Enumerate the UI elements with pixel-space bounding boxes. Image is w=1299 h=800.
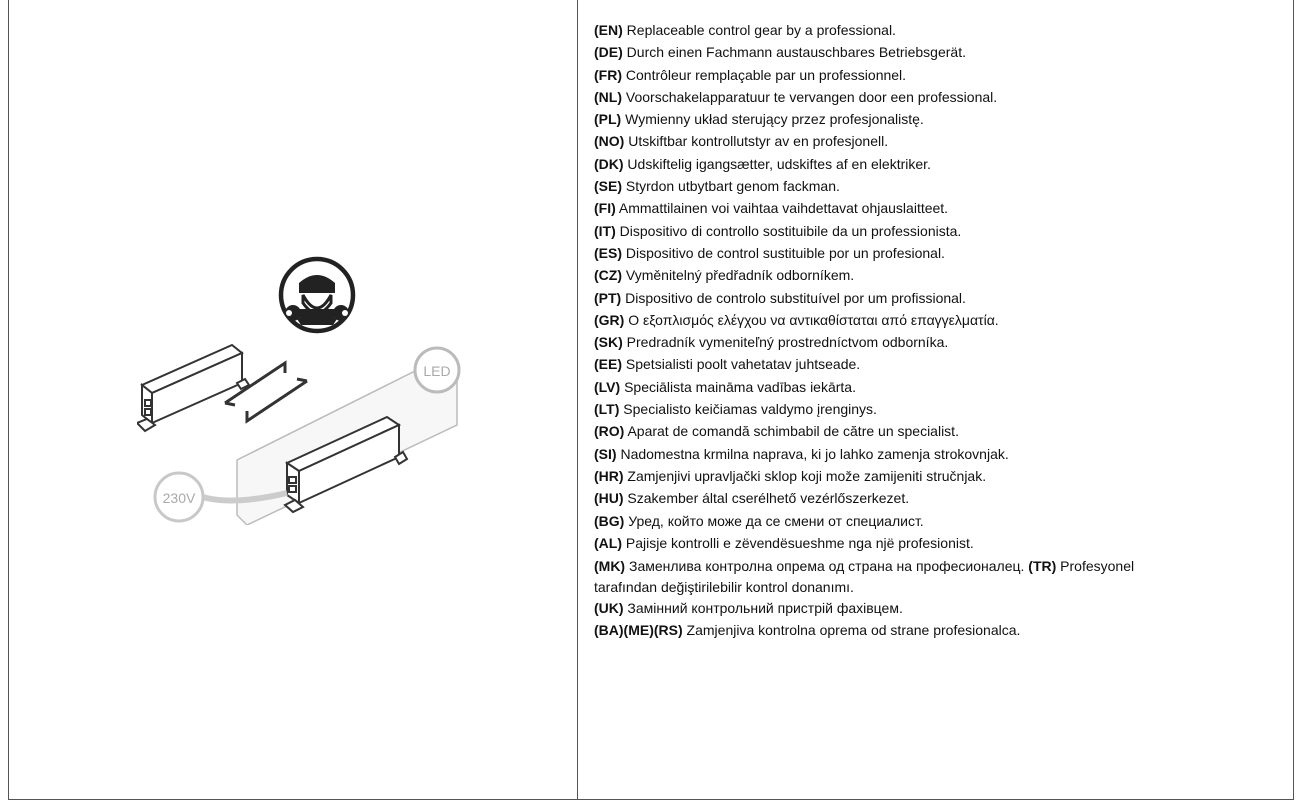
language-code: (EN) [594, 22, 623, 38]
language-code: (CZ) [594, 267, 622, 284]
language-text: Ο εξοπλισμός ελέγχου να αντικαθίσταται α… [624, 311, 999, 328]
language-line: (HR) Zamjenjivi upravljački sklop koji m… [594, 465, 1194, 487]
language-code: (TR) [1028, 558, 1057, 575]
language-text: Wymienny układ sterujący przez profesjon… [621, 111, 924, 128]
document-table: LED 230V (EN) Replaceable control gear b… [8, 0, 1294, 800]
language-text: Specialisto keičiamas valdymo įrenginys. [619, 401, 877, 418]
language-text: Pajisje kontrolli e zëvendësueshme nga n… [622, 534, 974, 551]
language-code: (NL) [594, 88, 622, 105]
language-code: (AL) [594, 534, 622, 551]
illustration-cell: LED 230V [9, 0, 578, 799]
language-text: Voorschakelapparatuur te vervangen door … [622, 88, 998, 105]
language-code: (DE) [594, 44, 623, 61]
language-text: Styrdon utbytbart genom fackman. [622, 178, 840, 195]
language-text: Dispositivo de controlo substituível por… [621, 289, 966, 306]
language-line: (EE) Spetsialisti poolt vahetatav juhtse… [594, 353, 1194, 375]
language-code: (UK) [594, 600, 624, 617]
language-line: (CZ) Vyměnitelný předřadník odborníkem. [594, 264, 1194, 286]
language-text: Aparat de comandă schimbabil de către un… [624, 423, 959, 440]
replaceable-control-gear-illustration: LED 230V [137, 256, 461, 525]
control-gear-box-right [283, 415, 409, 514]
language-line: (NL) Voorschakelapparatuur te vervangen … [594, 86, 1194, 108]
language-line: (SI) Nadomestna krmilna naprava, ki jo l… [594, 443, 1194, 465]
language-text: Уред, който може да се смени от специали… [624, 512, 924, 529]
language-text: Speciālista maināma vadības iekārta. [620, 378, 856, 395]
language-text: Vyměnitelný předřadník odborníkem. [622, 267, 855, 284]
language-line: (EN) Replaceable control gear by a profe… [594, 19, 1194, 41]
language-list: (EN) Replaceable control gear by a profe… [594, 19, 1194, 642]
language-code: (BG) [594, 512, 625, 529]
language-code: (SI) [594, 445, 617, 462]
language-code: (HR) [594, 467, 624, 484]
language-code: (BA)(ME)(RS) [594, 622, 683, 639]
swap-arrows [224, 360, 308, 424]
language-code: (FR) [594, 66, 622, 83]
language-text: Spetsialisti poolt vahetatav juhtseade. [622, 356, 861, 373]
language-code: (GR) [594, 311, 625, 328]
led-badge: LED [413, 346, 461, 394]
language-code: (SE) [594, 178, 622, 195]
control-gear-box-left [137, 343, 251, 433]
language-text: Ammattilainen voi vaihtaa vaihdettavat o… [615, 200, 949, 217]
language-code: (ES) [594, 244, 622, 261]
language-text: Predradník vymeniteľný prostredníctvom o… [622, 334, 949, 351]
language-code: (HU) [594, 490, 624, 507]
language-line: (IT) Dispositivo di controllo sostituibi… [594, 220, 1194, 242]
language-text: Szakember által cserélhető vezérlőszerke… [623, 490, 910, 507]
language-code: (RO) [594, 423, 625, 440]
voltage-badge: 230V [153, 471, 205, 523]
language-line: (LT) Specialisto keičiamas valdymo įreng… [594, 398, 1194, 420]
language-line: (RO) Aparat de comandă schimbabil de căt… [594, 420, 1194, 442]
language-line: (DE) Durch einen Fachmann austauschbares… [594, 41, 1194, 63]
language-text: Contrôleur remplaçable par un profession… [622, 66, 907, 83]
language-line: (AL) Pajisje kontrolli e zëvendësueshme … [594, 532, 1194, 554]
language-line: (BG) Уред, който може да се смени от спе… [594, 510, 1194, 532]
language-code: (SK) [594, 334, 623, 351]
language-code: (PT) [594, 289, 622, 306]
language-code: (NO) [594, 133, 625, 150]
svg-text:LED: LED [423, 363, 450, 379]
language-line: (HU) Szakember által cserélhető vezérlős… [594, 487, 1194, 509]
language-text: Zamjenjiva kontrolna oprema od strane pr… [682, 622, 1021, 639]
language-line-wrapped: (MK) Заменлива контролна опрема од стран… [594, 556, 1184, 597]
language-text: Durch einen Fachmann austauschbares Betr… [622, 44, 966, 61]
language-code: (MK) [594, 558, 626, 575]
svg-text:230V: 230V [163, 490, 196, 506]
language-text: Nadomestna krmilna naprava, ki jo lahko … [616, 445, 1009, 462]
language-code: (IT) [594, 222, 616, 239]
language-line: (SE) Styrdon utbytbart genom fackman. [594, 175, 1194, 197]
language-code: (LV) [594, 378, 621, 395]
language-line: (PL) Wymienny układ sterujący przez prof… [594, 108, 1194, 130]
language-text: Udskiftelig igangsætter, udskiftes af en… [623, 155, 931, 172]
language-line: (FI) Ammattilainen voi vaihtaa vaihdetta… [594, 197, 1194, 219]
language-text: Замінний контрольний пристрій фахівцем. [623, 600, 903, 617]
language-code: (EE) [594, 356, 622, 373]
language-text: Profesyonel tarafından değiştirilebilir … [594, 558, 1135, 595]
language-text: Dispositivo de control sustituible por u… [622, 244, 945, 261]
language-code: (LT) [594, 401, 620, 418]
language-text: Zamjenjivi upravljački sklop koji može z… [623, 467, 987, 484]
language-code: (DK) [594, 155, 624, 172]
language-line: (NO) Utskiftbar kontrollutstyr av en pro… [594, 130, 1194, 152]
language-line: (FR) Contrôleur remplaçable par un profe… [594, 64, 1194, 86]
language-text: Replaceable control gear by a profession… [622, 22, 896, 38]
language-line: (DK) Udskiftelig igangsætter, udskiftes … [594, 153, 1194, 175]
language-text: Заменлива контролна опрема од страна на … [625, 558, 1029, 575]
language-text: Utskiftbar kontrollutstyr av en profesjo… [624, 133, 889, 150]
language-line: (UK) Замінний контрольний пристрій фахів… [594, 597, 1194, 619]
language-text: Dispositivo di controllo sostituibile da… [615, 222, 962, 239]
language-line: (ES) Dispositivo de control sustituible … [594, 242, 1194, 264]
language-line: (PT) Dispositivo de controlo substituíve… [594, 287, 1194, 309]
language-line: (LV) Speciālista maināma vadības iekārta… [594, 376, 1194, 398]
language-code: (FI) [594, 200, 616, 217]
language-line: (GR) Ο εξοπλισμός ελέγχου να αντικαθίστα… [594, 309, 1194, 331]
language-line: (SK) Predradník vymeniteľný prostredníct… [594, 331, 1194, 353]
wrench-icon [285, 305, 349, 321]
language-code: (PL) [594, 111, 622, 128]
text-cell: (EN) Replaceable control gear by a profe… [578, 0, 1293, 799]
language-line: (BA)(ME)(RS) Zamjenjiva kontrolna oprema… [594, 619, 1194, 641]
